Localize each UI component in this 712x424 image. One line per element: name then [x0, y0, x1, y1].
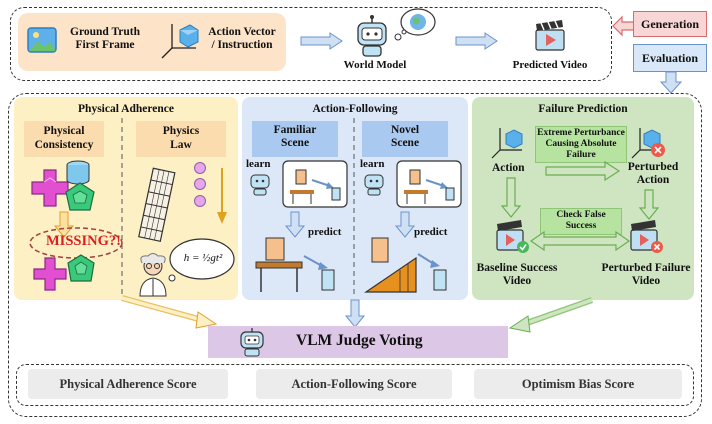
- action-axes-icon: [491, 128, 523, 159]
- generation-label: Generation: [633, 11, 707, 37]
- leaning-tower-icon: [138, 167, 176, 243]
- check-double-arrow: [529, 230, 631, 252]
- green-dodecahedron-icon: [65, 182, 95, 211]
- physical-adherence-title: Physical Adherence: [78, 103, 174, 115]
- action-vector-label: Action Vector/ Instruction: [208, 26, 276, 51]
- optimism-bias-score: Optimism Bias Score: [474, 369, 682, 399]
- video-clapper-icon: [535, 20, 565, 51]
- physical-adherence-score: Physical Adherence Score: [28, 369, 228, 399]
- pink-cross-bottom-icon: [33, 257, 67, 291]
- action-following-title: Action-Following: [312, 103, 398, 115]
- evaluation-arrow: [659, 71, 683, 94]
- familiar-down-arrow: [284, 211, 306, 238]
- robot-icon: [357, 15, 387, 57]
- failure-prediction-title: Failure Prediction: [538, 103, 628, 115]
- perturb-arrow: [545, 160, 621, 182]
- formula-text: h = ½gt²: [183, 252, 223, 264]
- novel-predict-label: predict: [414, 226, 448, 238]
- inputs-box: [18, 13, 286, 71]
- physical-to-vlm-arrow: [121, 295, 218, 329]
- world-model-label: World Model: [343, 59, 407, 71]
- action-down-arrow: [500, 177, 522, 218]
- gravity-arrow: [217, 168, 227, 224]
- perturbed-down-arrow: [638, 189, 660, 220]
- novel-small-robot-icon: [364, 174, 384, 196]
- scores-frame: [16, 364, 694, 406]
- action-panel-divider: [353, 118, 355, 298]
- arrow-to-predicted-video: [455, 32, 498, 50]
- vlm-robot-icon: [240, 328, 264, 357]
- pink-cross-icon: [31, 169, 69, 207]
- scientist-icon: [139, 253, 167, 297]
- cylinder-icon: [66, 160, 90, 185]
- familiar-table-scene: [255, 237, 335, 292]
- action-following-score: Action-Following Score: [256, 369, 452, 399]
- formula-bubble: [168, 238, 235, 282]
- image-icon: [27, 27, 57, 53]
- familiar-predict-label: predict: [308, 226, 342, 238]
- familiar-learn-label: learn: [246, 158, 271, 170]
- novel-demo-frame: [396, 160, 462, 208]
- novel-learn-label: learn: [360, 158, 385, 170]
- generation-arrow: [612, 15, 635, 37]
- failure-to-vlm-arrow: [508, 297, 593, 333]
- axes-icon: [161, 24, 199, 59]
- generation-frame: [10, 7, 612, 81]
- familiar-demo-frame: [282, 160, 348, 208]
- thought-bubble-icon: [394, 8, 436, 41]
- physics-law-label-bg: [136, 121, 226, 157]
- failure-action-label: Action: [492, 162, 525, 174]
- familiar-small-robot-icon: [250, 174, 270, 196]
- green-dodecahedron-bottom-icon: [67, 254, 95, 282]
- novel-ramp-scene: [364, 237, 447, 293]
- arrow-to-world-model: [300, 32, 343, 50]
- perturbed-video-icon: [630, 220, 663, 253]
- perturbed-axes-icon: [631, 128, 665, 159]
- evaluation-label: Evaluation: [633, 44, 707, 72]
- predicted-video-label: Predicted Video: [512, 59, 588, 71]
- novel-down-arrow: [394, 211, 416, 238]
- missing-label: MISSING?!: [46, 233, 121, 249]
- physical-consistency-label-bg: [24, 121, 104, 157]
- falling-balls-icon: [194, 162, 206, 207]
- panel-divider: [121, 118, 123, 298]
- down-arrow-orange: [53, 211, 75, 238]
- baseline-video-icon: [496, 220, 529, 253]
- vlm-judge-title: VLM Judge Voting: [296, 332, 423, 349]
- action-to-vlm-arrow: [344, 299, 366, 328]
- evaluation-frame: [8, 93, 702, 417]
